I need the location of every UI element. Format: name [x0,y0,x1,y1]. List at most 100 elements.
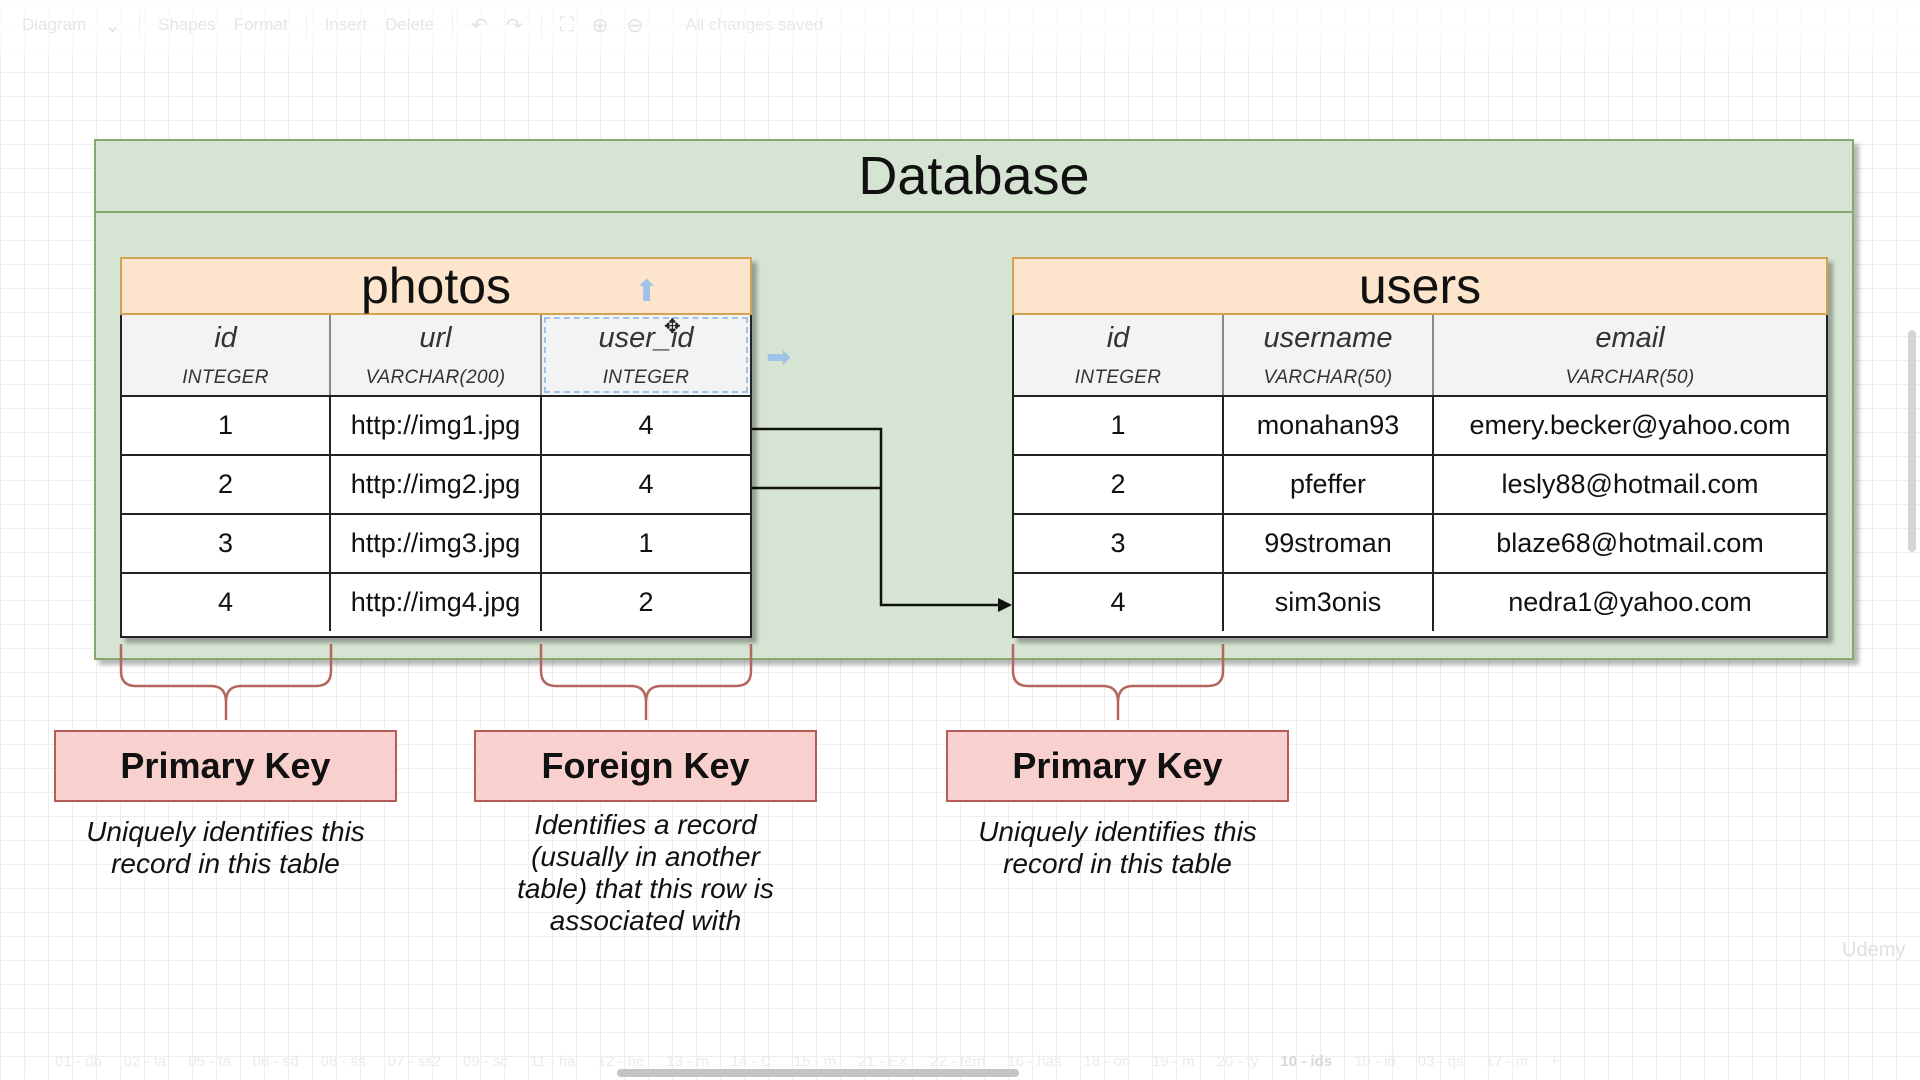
zoom-out-icon[interactable]: ⊖ [626,14,644,37]
page-tab[interactable]: 15 - m [793,1052,837,1070]
column-type: INTEGER [182,366,269,388]
save-status: All changes saved [685,15,824,34]
table-cell: 4 [122,574,331,631]
table-row[interactable]: 3 http://img3.jpg 1 [122,515,750,574]
table-row[interactable]: 1 http://img1.jpg 4 [122,397,750,456]
table-cell: pfeffer [1224,456,1434,513]
page-tab-active[interactable]: 10 - ids [1280,1052,1333,1070]
zoom-in-icon[interactable]: ⊕ [591,14,609,37]
table-cell: 1 [638,528,654,558]
table-cell: 99stroman [1224,515,1434,572]
table-cell: 4 [638,410,654,440]
page-tab[interactable]: 11 - ha [530,1052,576,1070]
users-table[interactable]: users id INTEGER username VARCHAR(50) em… [1012,257,1828,638]
page-tab-bar: ⋮ 01 - db 02 - ta 05 - ta 06 - sd 08 - s… [0,1046,1920,1076]
column-header-id[interactable]: id INTEGER [1014,315,1224,395]
column-header-username[interactable]: username VARCHAR(50) [1224,315,1434,395]
column-header-url[interactable]: url VARCHAR(200) [331,315,542,395]
redo-icon[interactable]: ↷ [505,14,523,37]
table-row[interactable]: 2 pfeffer lesly88@hotmail.com [1014,456,1826,515]
page-tab[interactable]: 02 - ta [123,1052,167,1070]
move-cursor-icon: ✥ [664,316,681,338]
page-tab[interactable]: 05 - ta [188,1052,231,1070]
page-tab[interactable]: 17 - m [1485,1052,1529,1070]
primary-key-description: Uniquely identifies this record in this … [54,816,397,880]
page-tab[interactable]: 16 - has [1007,1052,1062,1070]
diagram-menu[interactable]: Diagram [22,15,87,34]
column-type: INTEGER [1074,366,1162,388]
page-tab[interactable]: 22 - tem [930,1052,986,1070]
page-tab[interactable]: 14 - C [730,1052,772,1070]
column-header-user-id[interactable]: user_id INTEGER [542,315,750,395]
shapes-menu[interactable]: Shapes [158,15,216,34]
page-tab[interactable]: 21 - EX [858,1052,909,1070]
toolbar-divider [452,13,454,37]
page-tab[interactable]: 08 - ss [320,1052,366,1070]
table-cell: lesly88@hotmail.com [1501,469,1759,499]
insert-menu[interactable]: Insert [324,15,368,34]
table-cell: monahan93 [1224,397,1434,454]
page-tab[interactable]: 20 - ty [1216,1052,1259,1070]
vertical-scrollbar[interactable] [1908,330,1916,552]
toolbar-divider [139,13,141,37]
page-tab[interactable]: 10 - id [1354,1052,1396,1070]
foreign-key-description: Identifies a record (usually in another … [474,809,817,937]
users-table-header: id INTEGER username VARCHAR(50) email VA… [1014,315,1826,397]
table-row[interactable]: 3 99stroman blaze68@hotmail.com [1014,515,1826,574]
table-row[interactable]: 2 http://img2.jpg 4 [122,456,750,515]
table-row[interactable]: 4 http://img4.jpg 2 [122,574,750,631]
column-name: user_id [598,321,694,354]
column-name: id [214,321,237,354]
arrow-right-icon[interactable]: ➡ [766,341,792,374]
table-row[interactable]: 1 monahan93 emery.becker@yahoo.com [1014,397,1826,456]
photos-table[interactable]: photos id INTEGER url VARCHAR(200) user_… [120,257,752,638]
horizontal-scrollbar[interactable] [617,1069,1019,1077]
page-tab[interactable]: 19 - m [1152,1052,1195,1070]
table-cell: nedra1@yahoo.com [1508,587,1752,617]
table-cell: 2 [638,587,654,617]
table-cell: http://img2.jpg [331,456,542,513]
table-cell: 3 [122,515,331,572]
table-cell: blaze68@hotmail.com [1496,528,1764,558]
column-name: url [419,321,452,354]
delete-button[interactable]: Delete [385,15,435,34]
description-line: (usually in another [531,841,760,872]
page-tab[interactable]: 12 - he [597,1052,645,1070]
primary-key-callout[interactable]: Primary Key [54,730,397,802]
chevron-down-icon[interactable]: ⌄ [104,14,122,37]
page-tab[interactable]: 07 - ss2 [387,1052,441,1070]
page-tab[interactable]: 13 - m [666,1052,709,1070]
page-tab[interactable]: 18 - on [1083,1052,1131,1070]
table-cell: http://img3.jpg [331,515,542,572]
description-line: associated with [549,905,742,936]
column-type: INTEGER [602,366,690,388]
column-type: VARCHAR(50) [1263,366,1393,388]
database-title: Database [96,141,1852,213]
table-row[interactable]: 4 sim3onis nedra1@yahoo.com [1014,574,1826,631]
description-line: record in this table [111,848,340,879]
column-header-id[interactable]: id INTEGER [122,315,331,395]
foreign-key-callout[interactable]: Foreign Key [474,730,817,802]
table-cell: sim3onis [1224,574,1434,631]
toolbar: Diagram ⌄ Shapes Format Insert Delete ↶ … [0,0,1920,50]
users-table-title: users [1012,257,1828,315]
page-tab[interactable]: 09 - sc [463,1052,509,1070]
udemy-watermark: Udemy [1842,939,1906,961]
column-header-email[interactable]: email VARCHAR(50) [1434,315,1826,395]
primary-key-callout[interactable]: Primary Key [946,730,1289,802]
table-cell: emery.becker@yahoo.com [1469,410,1791,440]
description-line: table) that this row is [517,873,774,904]
page-tab[interactable]: 06 - sd [252,1052,299,1070]
undo-icon[interactable]: ↶ [471,14,488,37]
arrow-up-icon[interactable]: ⬆ [634,275,660,308]
table-cell: 4 [638,469,654,499]
column-type: VARCHAR(50) [1565,366,1695,388]
format-menu[interactable]: Format [233,15,288,34]
table-cell: 1 [1014,397,1224,454]
page-tab[interactable]: 01 - db [55,1052,102,1070]
fullscreen-icon[interactable]: ⛶ [559,13,574,36]
page-tab[interactable]: 03 - qs [1417,1052,1464,1070]
pages-menu-icon[interactable]: ⋮ [18,1053,33,1070]
column-name: id [1106,321,1130,354]
add-page-icon[interactable]: + [1550,1052,1559,1070]
